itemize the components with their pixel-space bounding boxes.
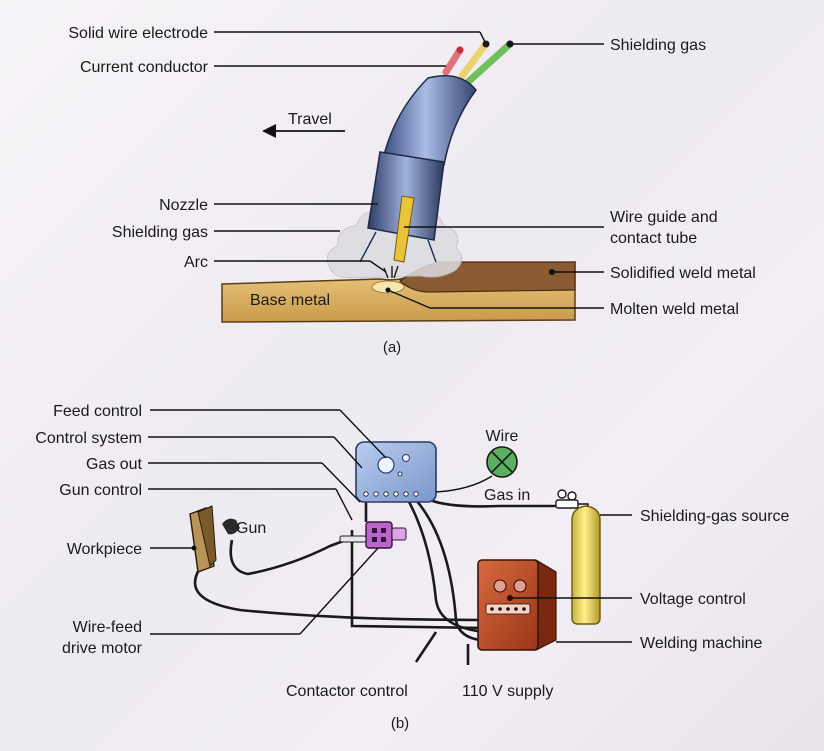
label-current-conductor: Current conductor xyxy=(80,59,209,76)
motor-terminals xyxy=(372,528,386,542)
control-knob-tiny xyxy=(397,471,403,477)
dot-workpiece xyxy=(191,545,197,551)
leader-molten-a xyxy=(387,289,431,309)
contact-tube xyxy=(393,195,415,263)
voltage-knob-left xyxy=(493,579,507,593)
caption-b: (b) xyxy=(391,715,409,732)
label-shielding-gas-top: Shielding gas xyxy=(610,37,706,54)
current-conductor-cable xyxy=(442,46,464,76)
current-conductor-tip xyxy=(456,46,464,54)
label-110v-supply: 110 V supply xyxy=(462,683,553,700)
shielding-gas-hose xyxy=(464,40,514,86)
gas-flow-arrow-right xyxy=(427,239,437,263)
diagram-a: Travel Solid wire electrode Current cond… xyxy=(68,25,755,356)
label-travel: Travel xyxy=(288,111,332,128)
label-shielding-gas-left: Shielding gas xyxy=(112,224,208,241)
label-shielding-gas-source: Shielding-gas source xyxy=(640,508,790,525)
welding-machine-side xyxy=(535,558,557,651)
travel-arrowhead xyxy=(262,124,276,138)
leader-wire-feed-2 xyxy=(299,547,379,635)
leader-feed-control-2 xyxy=(339,409,387,459)
leader-solid-wire-2 xyxy=(479,31,487,45)
control-box xyxy=(355,441,437,503)
diagram-b: Feed control Control system Gas out Gun … xyxy=(35,403,789,732)
label-gas-in: Gas in xyxy=(484,487,530,504)
cable-gun-to-motor xyxy=(229,538,347,576)
gas-regulator xyxy=(555,489,579,509)
wire-feed-drive-motor xyxy=(365,521,393,549)
workpiece-plate-back xyxy=(197,505,217,567)
label-gun-control: Gun control xyxy=(59,482,142,499)
leader-control-system-2 xyxy=(333,436,363,469)
control-knob-small xyxy=(402,454,410,462)
welding-gun-body xyxy=(383,75,477,166)
label-arc: Arc xyxy=(184,254,208,271)
label-gas-out: Gas out xyxy=(86,456,143,473)
welding-machine-terminals xyxy=(490,607,526,611)
gas-flow-arrow-left xyxy=(359,231,377,263)
dot-molten xyxy=(385,287,391,293)
voltage-knob-right xyxy=(513,579,527,593)
label-solidified-weld-metal: Solidified weld metal xyxy=(610,265,756,282)
cable-contactor xyxy=(350,530,487,630)
label-workpiece: Workpiece xyxy=(67,541,142,558)
label-molten-weld-metal: Molten weld metal xyxy=(610,301,739,318)
cable-control-to-machine-2 xyxy=(415,499,501,642)
leader-gas-out-2 xyxy=(321,462,361,503)
label-wire-feed-2: drive motor xyxy=(62,640,143,657)
label-control-system: Control system xyxy=(35,430,142,447)
motor-coupling xyxy=(339,535,367,543)
label-contactor-control: Contactor control xyxy=(286,683,408,700)
label-solid-wire-electrode: Solid wire electrode xyxy=(68,25,208,42)
gas-cylinder xyxy=(571,505,601,625)
label-wire-feed-1: Wire-feed xyxy=(73,619,142,636)
motor-shaft xyxy=(391,527,407,541)
label-wire-guide-1: Wire guide and xyxy=(610,209,718,226)
leader-gun-control-2 xyxy=(335,488,353,521)
cable-contactor-down xyxy=(414,631,438,663)
control-box-terminals xyxy=(363,491,419,497)
dot-solidified xyxy=(549,269,555,275)
wire-spool-to-control xyxy=(435,475,493,493)
label-wire: Wire xyxy=(486,428,519,445)
wire-spool-cross xyxy=(491,451,513,473)
molten-weld-pool xyxy=(371,280,405,294)
label-welding-machine: Welding machine xyxy=(640,635,763,652)
feed-control-knob xyxy=(377,456,395,474)
nozzle-shape xyxy=(367,151,445,241)
leader-arc-2 xyxy=(369,260,387,273)
label-voltage-control: Voltage control xyxy=(640,591,746,608)
label-nozzle: Nozzle xyxy=(159,197,208,214)
welding-gun xyxy=(222,518,240,535)
caption-a: (a) xyxy=(383,339,401,356)
label-gun: Gun xyxy=(236,520,266,537)
label-feed-control: Feed control xyxy=(53,403,142,420)
cable-control-to-gas-in xyxy=(429,498,556,508)
voltage-knob-center xyxy=(507,595,513,601)
label-base-metal: Base metal xyxy=(250,292,330,309)
cable-workpiece-to-machine xyxy=(193,567,481,622)
electrode-wire-cable xyxy=(458,40,490,80)
label-wire-guide-2: contact tube xyxy=(610,230,697,247)
arc-spark xyxy=(383,265,399,279)
